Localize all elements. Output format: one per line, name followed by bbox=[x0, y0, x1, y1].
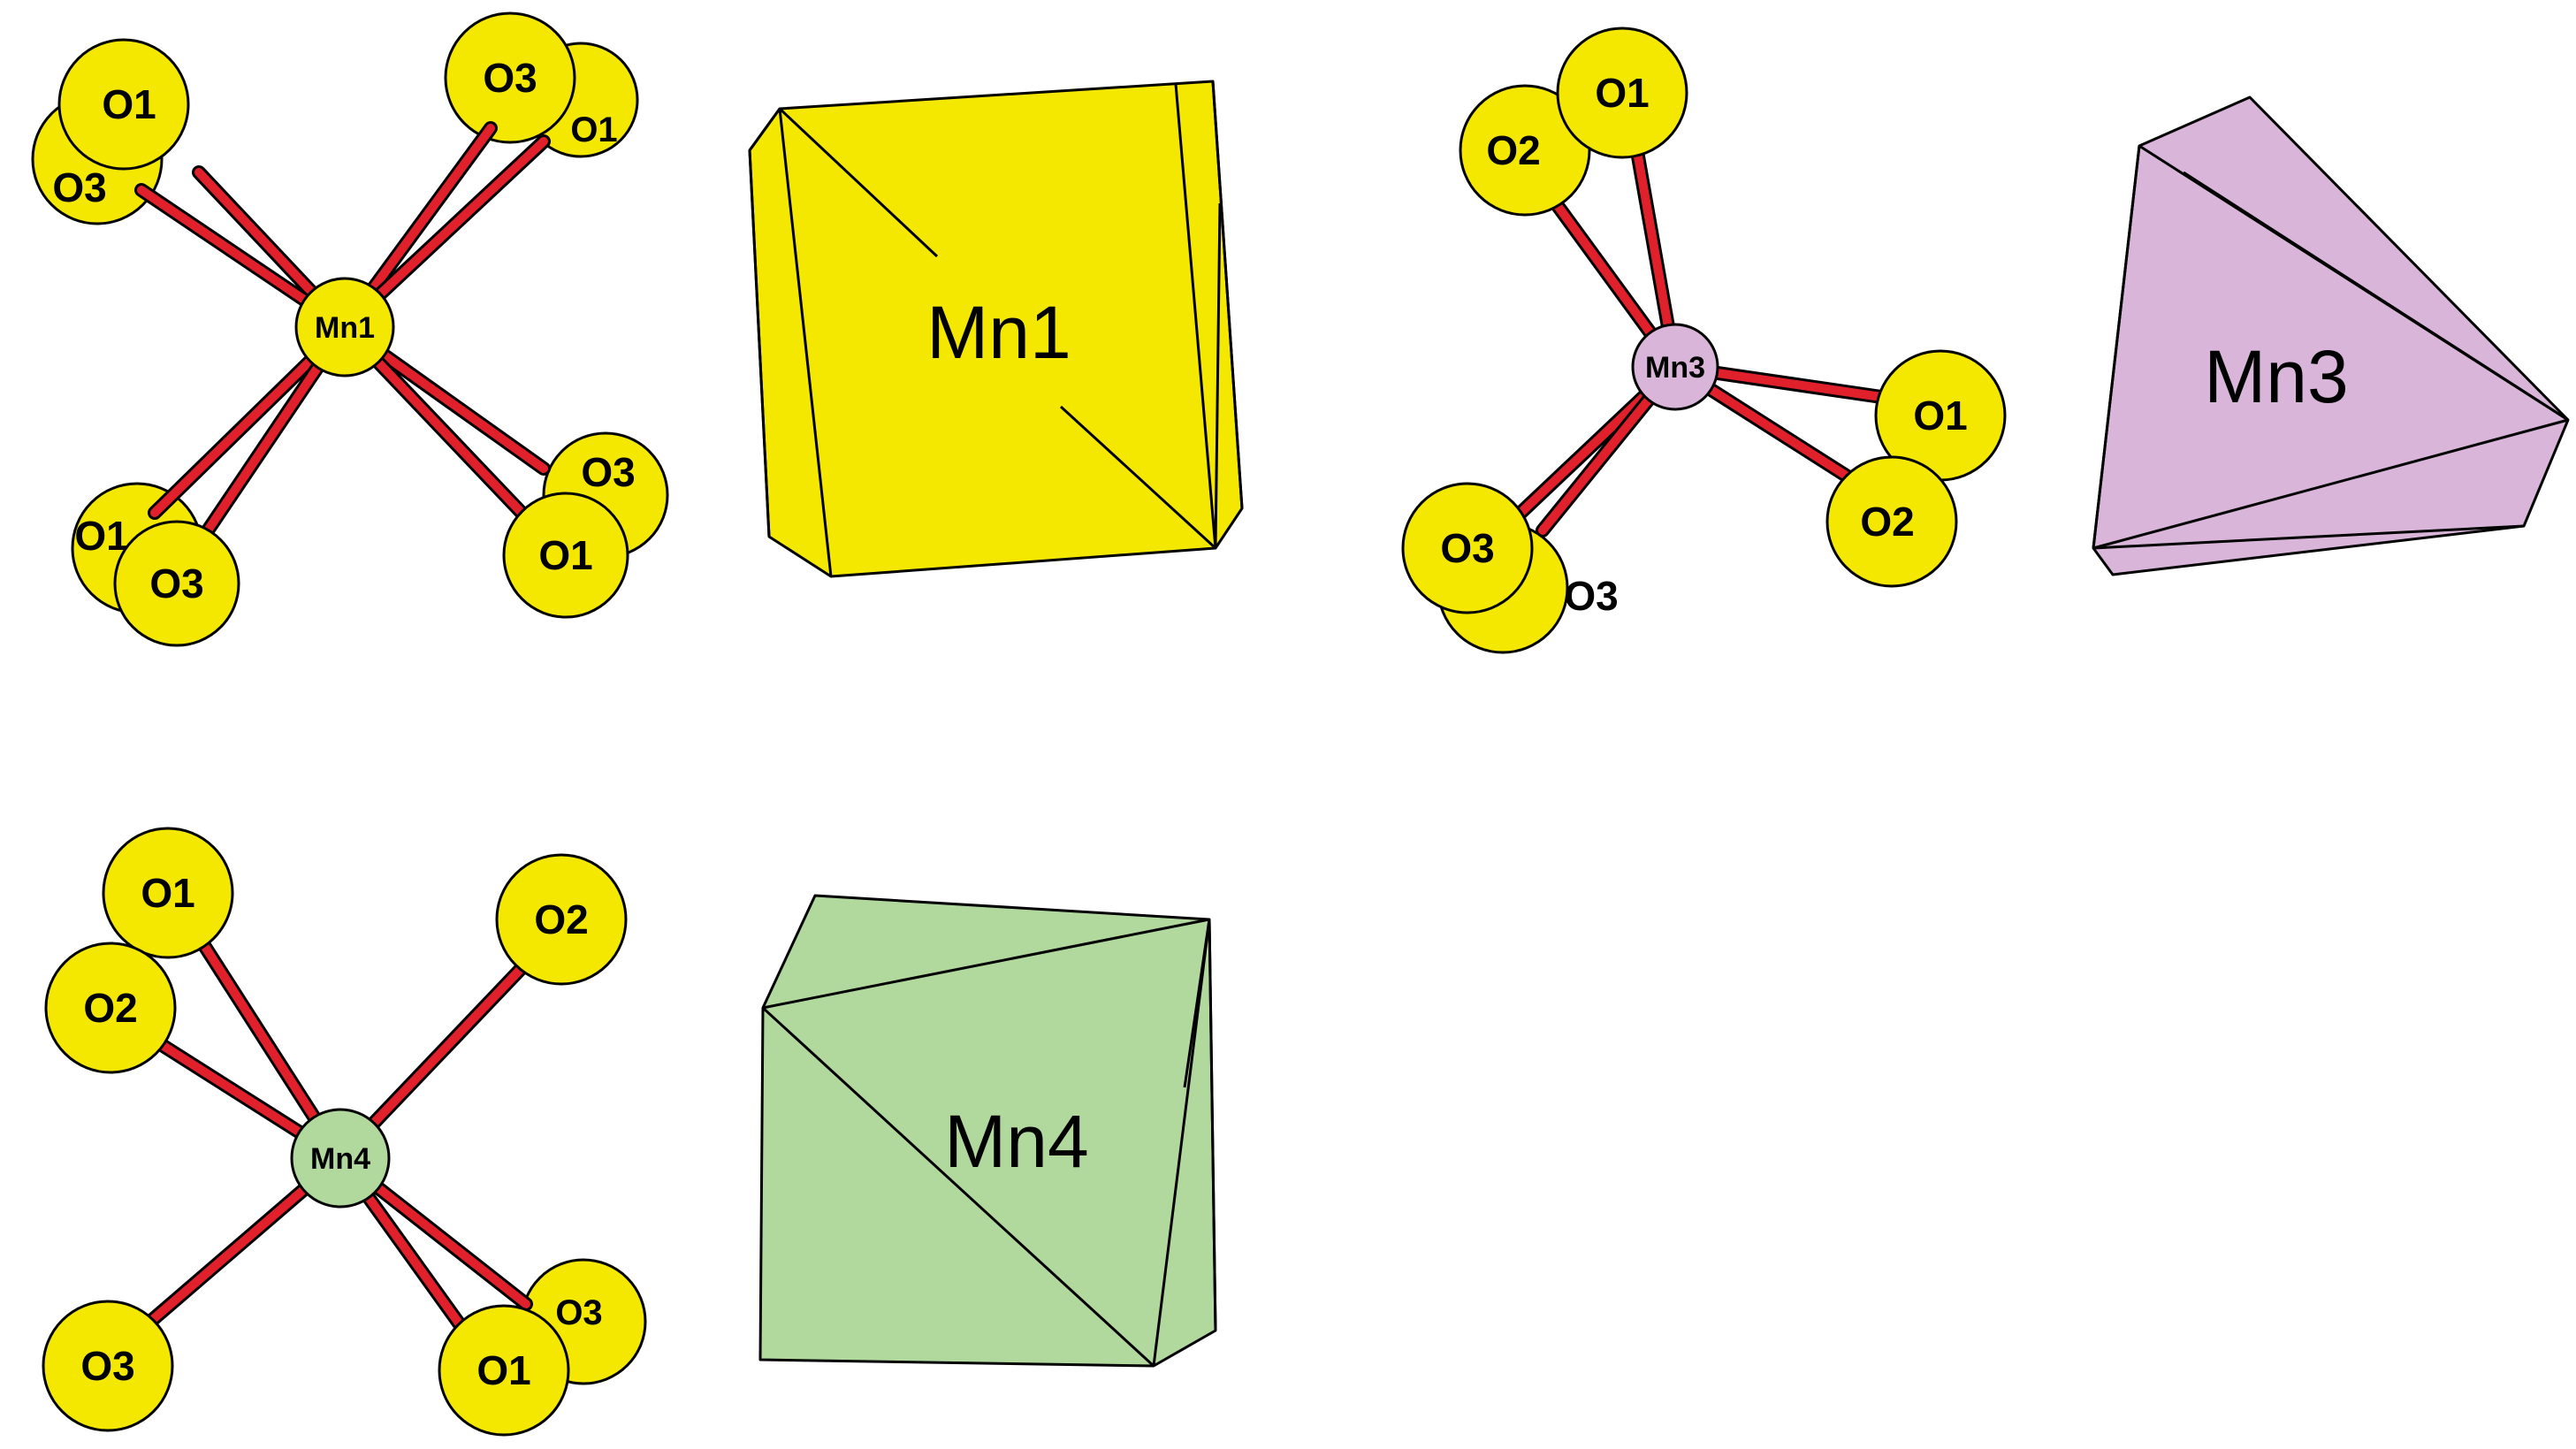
oxygen-atom: O3 bbox=[444, 11, 576, 144]
oxygen-label: O3 bbox=[52, 164, 106, 210]
polyhedron-label: Mn1 bbox=[926, 291, 1071, 374]
oxygen-label: O3 bbox=[1564, 573, 1618, 619]
oxygen-label: O1 bbox=[1913, 393, 1967, 439]
center-label: Mn4 bbox=[310, 1142, 370, 1176]
oxygen-atom: O1 bbox=[502, 492, 629, 619]
oxygen-atom: O1 bbox=[1556, 27, 1688, 159]
center-label: Mn3 bbox=[1645, 351, 1705, 385]
mn3-cluster: O2 O1 O1 O2 O3 O3 Mn3 bbox=[1401, 27, 2007, 654]
oxygen-label: O3 bbox=[80, 1343, 134, 1389]
polyhedron-label: Mn4 bbox=[944, 1100, 1088, 1183]
mn1-polyhedron: Mn1 bbox=[748, 80, 1244, 578]
oxygen-label: O1 bbox=[1595, 70, 1649, 116]
oxygen-label: O3 bbox=[483, 55, 537, 101]
oxygen-label: O3 bbox=[149, 561, 203, 606]
oxygen-label: O2 bbox=[1486, 127, 1540, 173]
mn4-center-atom: Mn4 bbox=[290, 1108, 391, 1209]
oxygen-atom: O2 bbox=[495, 853, 628, 986]
mn3-center-atom: Mn3 bbox=[1631, 323, 1719, 411]
oxygen-atom: O3 bbox=[113, 520, 240, 647]
oxygen-atom: O1 bbox=[1874, 349, 2007, 482]
oxygen-label: O2 bbox=[1860, 499, 1914, 545]
oxygen-label: O3 bbox=[555, 1293, 602, 1332]
mn1-cluster: O3 O1 O1 O3 O1 O3 bbox=[31, 11, 669, 647]
polyhedron-label: Mn3 bbox=[2204, 335, 2348, 418]
oxygen-label: O1 bbox=[538, 532, 592, 578]
oxygen-label: O3 bbox=[581, 449, 635, 495]
oxygen-atom: O3 bbox=[42, 1300, 174, 1432]
mn1-center-atom: Mn1 bbox=[294, 277, 395, 378]
oxygen-atom: O2 bbox=[1825, 455, 1958, 588]
oxygen-label: O1 bbox=[570, 111, 617, 149]
oxygen-atom: O1 bbox=[102, 827, 234, 959]
oxygen-atom: O2 bbox=[44, 942, 177, 1074]
oxygen-label: O2 bbox=[534, 896, 588, 942]
oxygen-atom: O2 bbox=[1459, 84, 1591, 217]
mn4-polyhedron: Mn4 bbox=[758, 894, 1217, 1368]
oxygen-atom: O3 bbox=[1401, 482, 1534, 614]
oxygen-label: O3 bbox=[1440, 525, 1494, 571]
oxygen-label: O2 bbox=[83, 985, 137, 1031]
mn3-polyhedron: Mn3 bbox=[2092, 95, 2570, 576]
oxygen-label: O1 bbox=[141, 870, 194, 916]
oxygen-label: O1 bbox=[74, 513, 128, 559]
oxygen-label: O1 bbox=[476, 1347, 530, 1393]
center-label: Mn1 bbox=[315, 311, 375, 345]
oxygen-atom: O1 bbox=[57, 38, 190, 171]
oxygen-label: O1 bbox=[102, 81, 156, 127]
oxygen-atom: O1 bbox=[438, 1304, 570, 1437]
mn4-cluster: O3 O1 O2 O2 O3 O1 bbox=[42, 827, 647, 1437]
